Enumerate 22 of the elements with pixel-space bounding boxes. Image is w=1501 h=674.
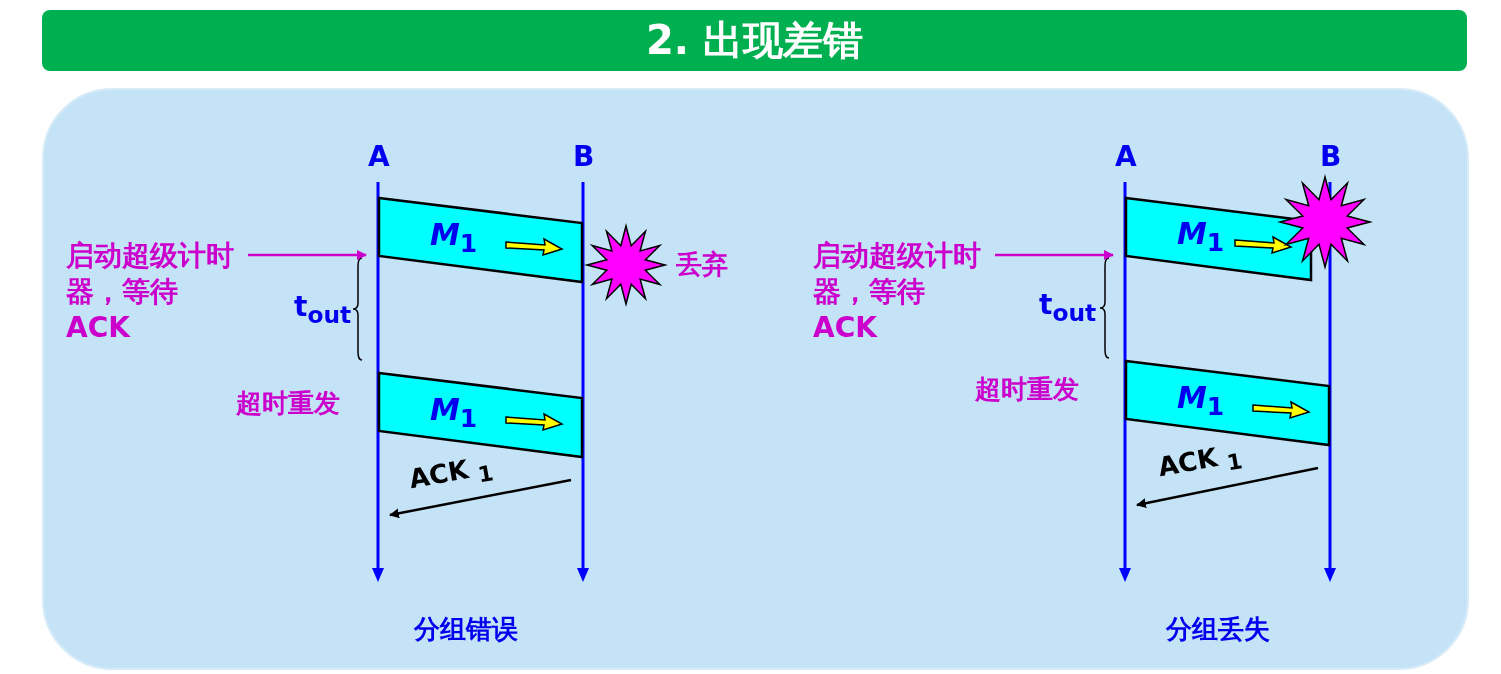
message-label: M$_{1}$ <box>1177 381 1225 423</box>
caption-text: 分组丢失 <box>1166 613 1270 646</box>
timeline-label: B <box>573 140 595 174</box>
discard-label: 丢弃 <box>676 248 728 281</box>
timeout-label: t$_{out}$ <box>1039 288 1097 327</box>
message-label: M$_{1}$ <box>430 218 478 260</box>
title-banner: 2. 出现差错 <box>42 10 1467 71</box>
timeout-label: t$_{out}$ <box>294 290 352 329</box>
timeline-label: A <box>1115 140 1137 174</box>
arrow <box>995 250 1114 260</box>
arrow <box>389 478 572 519</box>
annotation-text: 超时重发 <box>236 387 340 420</box>
caption-text: 分组错误 <box>414 613 518 646</box>
annotation-text: 超时重发 <box>975 373 1079 406</box>
message-label: M$_{1}$ <box>1177 217 1225 259</box>
arrow <box>1136 466 1319 509</box>
timeline-label: A <box>368 140 390 174</box>
message-label: M$_{1}$ <box>430 393 478 435</box>
annotation-text: 启动超级计时器，等待 ACK <box>66 238 248 346</box>
arrow <box>248 250 367 260</box>
annotation-text: 启动超级计时器，等待 ACK <box>813 238 995 346</box>
timeline-label: B <box>1320 140 1342 174</box>
